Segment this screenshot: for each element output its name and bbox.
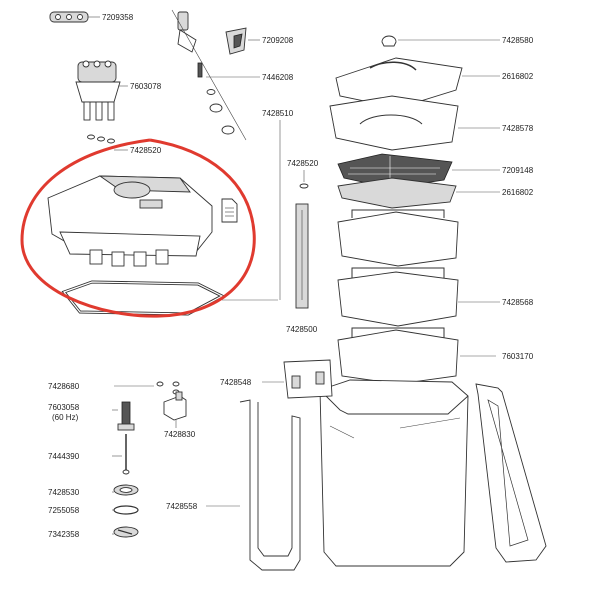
part-head-seal-ring[interactable] xyxy=(61,280,226,316)
label-7209208: 7209208 xyxy=(262,36,294,45)
part-7428568-basket-2[interactable] xyxy=(337,267,459,327)
part-7428568-basket-1[interactable] xyxy=(337,209,459,267)
part-7209208[interactable] xyxy=(225,27,247,55)
label-2616802-top: 2616802 xyxy=(502,72,534,81)
label-7603078: 7603078 xyxy=(130,82,162,91)
part-2616802-top-lid[interactable] xyxy=(335,57,463,109)
label-2616802-mid: 2616802 xyxy=(502,188,534,197)
label-7444390: 7444390 xyxy=(48,452,80,461)
label-7428548: 7428548 xyxy=(220,378,252,387)
label-7209358: 7209358 xyxy=(102,13,134,22)
part-7255058-oring[interactable] xyxy=(113,505,139,515)
part-o-rings-small[interactable] xyxy=(87,134,115,144)
label-7255058: 7255058 xyxy=(48,506,80,515)
part-7428558-handle-left[interactable] xyxy=(239,399,301,571)
part-7428580[interactable] xyxy=(381,35,397,47)
label-7428580: 7428580 xyxy=(502,36,534,45)
document-icon[interactable] xyxy=(221,198,238,223)
part-7209148-filter-pad[interactable] xyxy=(337,153,453,189)
part-7428558-handle-right[interactable] xyxy=(475,383,547,563)
part-7603058-valve[interactable] xyxy=(117,401,135,431)
part-7342358-cap[interactable] xyxy=(113,526,139,538)
part-7603170-canister[interactable] xyxy=(319,379,469,567)
part-7428568-basket-3[interactable] xyxy=(337,327,459,385)
label-7603170: 7603170 xyxy=(502,352,534,361)
label-7428520-mid: 7428520 xyxy=(287,159,319,168)
label-7603058: 7603058 xyxy=(48,403,80,412)
label-7428500: 7428500 xyxy=(286,325,318,334)
part-7428530-ring[interactable] xyxy=(113,484,139,496)
part-pump-head[interactable] xyxy=(47,175,213,267)
label-7428578: 7428578 xyxy=(502,124,534,133)
label-7428558: 7428558 xyxy=(166,502,198,511)
part-7603078[interactable] xyxy=(75,60,121,121)
label-7428530: 7428530 xyxy=(48,488,80,497)
part-7428578-tray[interactable] xyxy=(329,95,459,151)
part-intake-connector[interactable] xyxy=(177,11,197,53)
label-7603058-sub: (60 Hz) xyxy=(52,413,79,422)
label-7428680: 7428680 xyxy=(48,382,80,391)
label-7446208: 7446208 xyxy=(262,73,294,82)
part-7209358[interactable] xyxy=(49,11,89,23)
label-7428568: 7428568 xyxy=(502,298,534,307)
label-7342358: 7342358 xyxy=(48,530,80,539)
label-7428830: 7428830 xyxy=(164,430,196,439)
highlight-ring xyxy=(20,138,256,318)
part-7428520-washer[interactable] xyxy=(299,183,309,189)
part-7428500-standpipe[interactable] xyxy=(295,203,309,309)
part-7428830-elbow[interactable] xyxy=(163,391,187,421)
part-7428548-latch[interactable] xyxy=(283,359,333,399)
part-7444390-rod[interactable] xyxy=(122,434,130,475)
part-2616802-mid-pad[interactable] xyxy=(337,177,457,209)
label-7428520-left: 7428520 xyxy=(130,146,162,155)
part-7446208[interactable] xyxy=(197,62,235,135)
label-7209148: 7209148 xyxy=(502,166,534,175)
label-7428510: 7428510 xyxy=(262,109,294,118)
